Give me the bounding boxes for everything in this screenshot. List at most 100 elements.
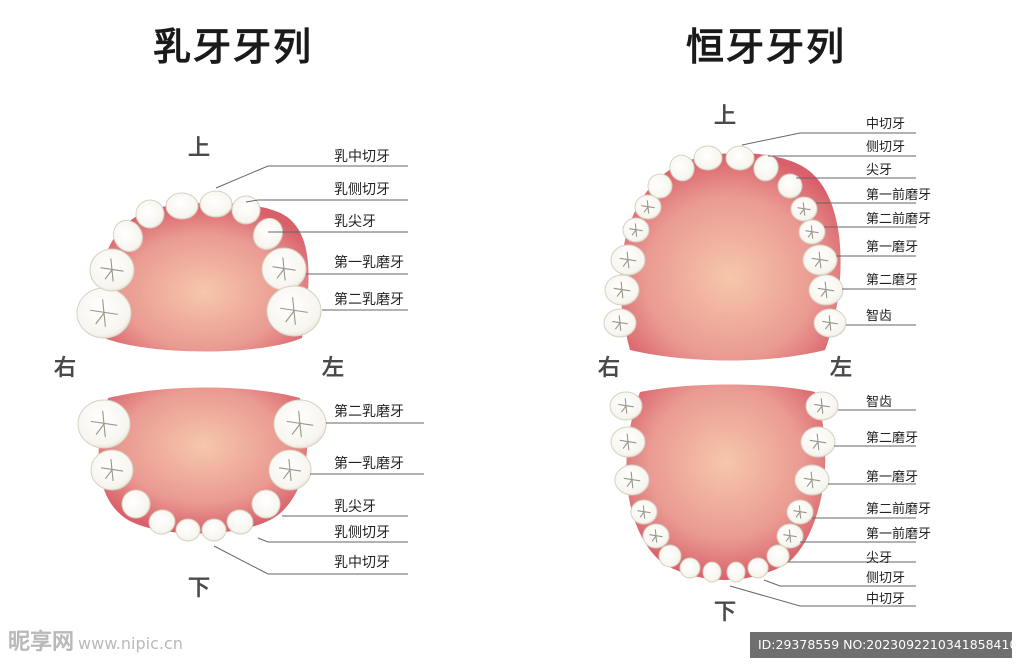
permanent-upper-label: 第一前磨牙 [866,188,932,203]
permanent-lower-tooth [702,561,722,583]
primary-dir-right: 右 [54,356,77,381]
permanent-dir-left: 左 [830,356,853,381]
molar-groove [793,505,807,519]
primary-lower-label: 乳中切牙 [334,555,390,571]
molar-groove [613,281,631,299]
permanent-upper-gum [620,153,841,361]
permanent-lower-tooth [726,561,746,583]
molar-groove [272,257,296,281]
primary-upper-tooth [135,199,165,229]
permanent-dir-right: 右 [598,356,621,381]
permanent-lower-label: 侧切牙 [866,571,906,586]
permanent-lower-gum [626,384,826,580]
permanent-upper-tooth [669,154,695,182]
primary-upper-tooth [199,190,233,218]
primary-upper-label: 第一乳磨牙 [334,255,404,271]
molar-groove [649,529,663,543]
molar-groove [629,223,643,237]
permanent-upper-tooth [647,173,673,199]
permanent-lower-label: 中切牙 [866,592,906,607]
molar-groove [280,297,308,325]
permanent-upper-label: 尖牙 [866,163,893,178]
permanent-lower-label: 尖牙 [866,551,893,566]
primary-upper-tooth [112,219,144,253]
permanent-upper-label: 第一磨牙 [866,240,919,255]
permanent-lower-leader [763,579,916,587]
primary-upper-label: 乳中切牙 [334,149,390,165]
teeth-layer [76,145,847,583]
primary-lower-tooth [175,518,201,542]
primary-title: 乳牙牙列 [153,25,314,69]
permanent-upper-tooth [777,173,803,199]
molar-groove [100,258,124,282]
molar-groove [90,299,118,327]
primary-lower-tooth [226,509,254,535]
molar-groove [612,315,628,331]
molar-groove [814,398,830,414]
primary-upper-label: 乳尖牙 [334,214,376,230]
primary-lower-leader [213,545,408,575]
primary-upper-label: 第二乳磨牙 [334,292,404,308]
permanent-upper-tooth [693,145,723,171]
molar-groove [783,529,797,543]
molar-groove [618,398,634,414]
watermark-site-url: www.nipic.cn [78,634,183,653]
primary-lower-tooth [121,489,151,519]
permanent-dir-bottom: 下 [714,600,737,625]
permanent-lower-tooth [658,544,682,568]
molar-groove [809,433,827,451]
primary-dir-bottom: 下 [188,576,211,601]
permanent-upper-tooth [725,145,755,171]
permanent-upper-leader [741,132,916,146]
watermark-site-name: 昵享网 [8,630,75,655]
permanent-upper-label: 中切牙 [866,117,906,132]
permanent-upper-label: 第二前磨牙 [866,212,932,227]
permanent-lower-label: 第一磨牙 [866,470,919,485]
primary-lower-label: 第二乳磨牙 [334,404,404,420]
molar-groove [619,433,637,451]
molar-groove [797,202,811,216]
molar-groove [278,458,302,482]
permanent-lower-tooth [747,557,769,579]
primary-upper-leader [245,199,408,203]
primary-lower-tooth [251,489,281,519]
permanent-title: 恒牙牙列 [686,25,847,69]
molar-groove [641,200,655,214]
molar-groove [90,410,118,438]
primary-dir-left: 左 [322,356,345,381]
molar-groove [803,471,821,489]
primary-lower-leader [257,537,408,543]
permanent-lower-label: 第二前磨牙 [866,502,932,517]
permanent-lower-label: 智齿 [866,395,893,410]
molar-groove [637,505,651,519]
permanent-upper-label: 智齿 [866,309,893,324]
molar-groove [286,410,314,438]
primary-upper-leader [215,165,408,189]
permanent-upper-label: 第二磨牙 [866,273,919,288]
primary-lower-label: 乳侧切牙 [334,525,390,541]
watermark-id: ID:29378559 NO:20230922103418584100 [750,632,1024,658]
molar-groove [811,251,829,269]
primary-upper-tooth [252,217,284,251]
permanent-lower-leader [729,585,916,607]
primary-lower-label: 第一乳磨牙 [334,456,404,472]
permanent-lower-label: 第一前磨牙 [866,527,932,542]
molar-groove [100,458,124,482]
primary-upper-label: 乳侧切牙 [334,182,390,198]
molar-groove [822,315,838,331]
primary-dir-top: 上 [188,136,211,161]
primary-lower-tooth [148,509,176,535]
primary-upper-tooth [231,195,261,225]
permanent-lower-label: 第二磨牙 [866,431,919,446]
gums-layer [98,153,841,580]
leader-lines-layer [213,132,916,607]
permanent-dir-top: 上 [714,104,737,129]
primary-lower-label: 乳尖牙 [334,499,376,515]
permanent-lower-tooth [679,557,701,579]
primary-upper-tooth [165,192,199,220]
molar-groove [817,281,835,299]
molar-groove [623,471,641,489]
